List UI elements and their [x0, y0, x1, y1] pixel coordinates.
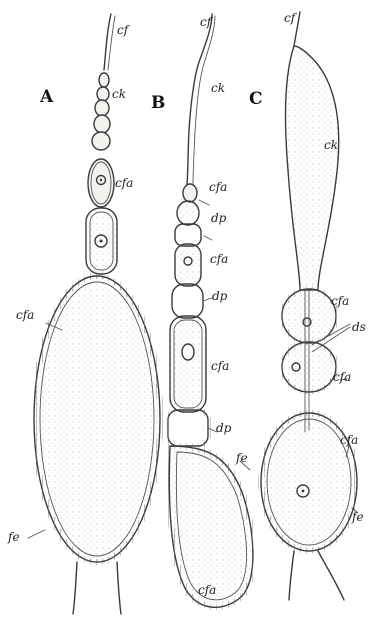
b-terminal-filament: [187, 14, 212, 185]
b-small-cell: [183, 184, 197, 202]
label-b-ck: ck: [211, 81, 225, 95]
panel-label-c: C: [249, 89, 263, 109]
b-dark-plug-2: [172, 284, 203, 318]
a-young-follicle: [88, 159, 114, 207]
label-a-ck: ck: [112, 87, 126, 101]
label-c-cfa-2: cfa: [333, 370, 351, 384]
a-terminal-filament: [104, 14, 111, 70]
label-c-ds: ds: [352, 320, 366, 334]
a-large-follicle: [34, 276, 160, 562]
label-a-cfa-side: cfa: [16, 308, 34, 322]
panel-label-b: B: [151, 93, 165, 113]
a-germarium-cells: [92, 73, 110, 150]
label-a-cf: cf: [117, 23, 131, 37]
b-follicle-2: [175, 244, 201, 286]
label-a-cfa-top: cfa: [115, 176, 133, 190]
label-a-fe: fe: [7, 530, 20, 544]
label-c-fe: fe: [351, 510, 364, 524]
label-c-cfa-1: cfa: [331, 294, 349, 308]
b-follicle-1: [177, 201, 199, 225]
label-b-cfa-2: cfa: [210, 252, 228, 266]
a-stalk: [73, 562, 121, 614]
label-b-cfa-1: cfa: [209, 180, 227, 194]
label-c-ck: ck: [324, 138, 338, 152]
label-b-dp-2: dp: [212, 289, 228, 303]
panel-label-a: A: [39, 87, 54, 107]
label-b-fe: fe: [235, 451, 248, 465]
label-c-cf: cf: [284, 11, 298, 25]
a-second-follicle: [86, 208, 117, 274]
label-b-cfa-bottom: cfa: [198, 583, 216, 597]
label-b-cfa-3: cfa: [211, 359, 229, 373]
label-b-dp-1: dp: [211, 211, 227, 225]
c-stalk: [289, 551, 344, 600]
b-dark-plug-3: [168, 410, 208, 446]
panel-b: [168, 14, 253, 607]
b-dark-plug-1: [175, 224, 201, 246]
label-c-cfa-3: cfa: [340, 433, 358, 447]
b-follicle-3: [170, 316, 206, 412]
label-b-dp-3: dp: [216, 421, 232, 435]
c-elongated-body: [286, 46, 339, 290]
